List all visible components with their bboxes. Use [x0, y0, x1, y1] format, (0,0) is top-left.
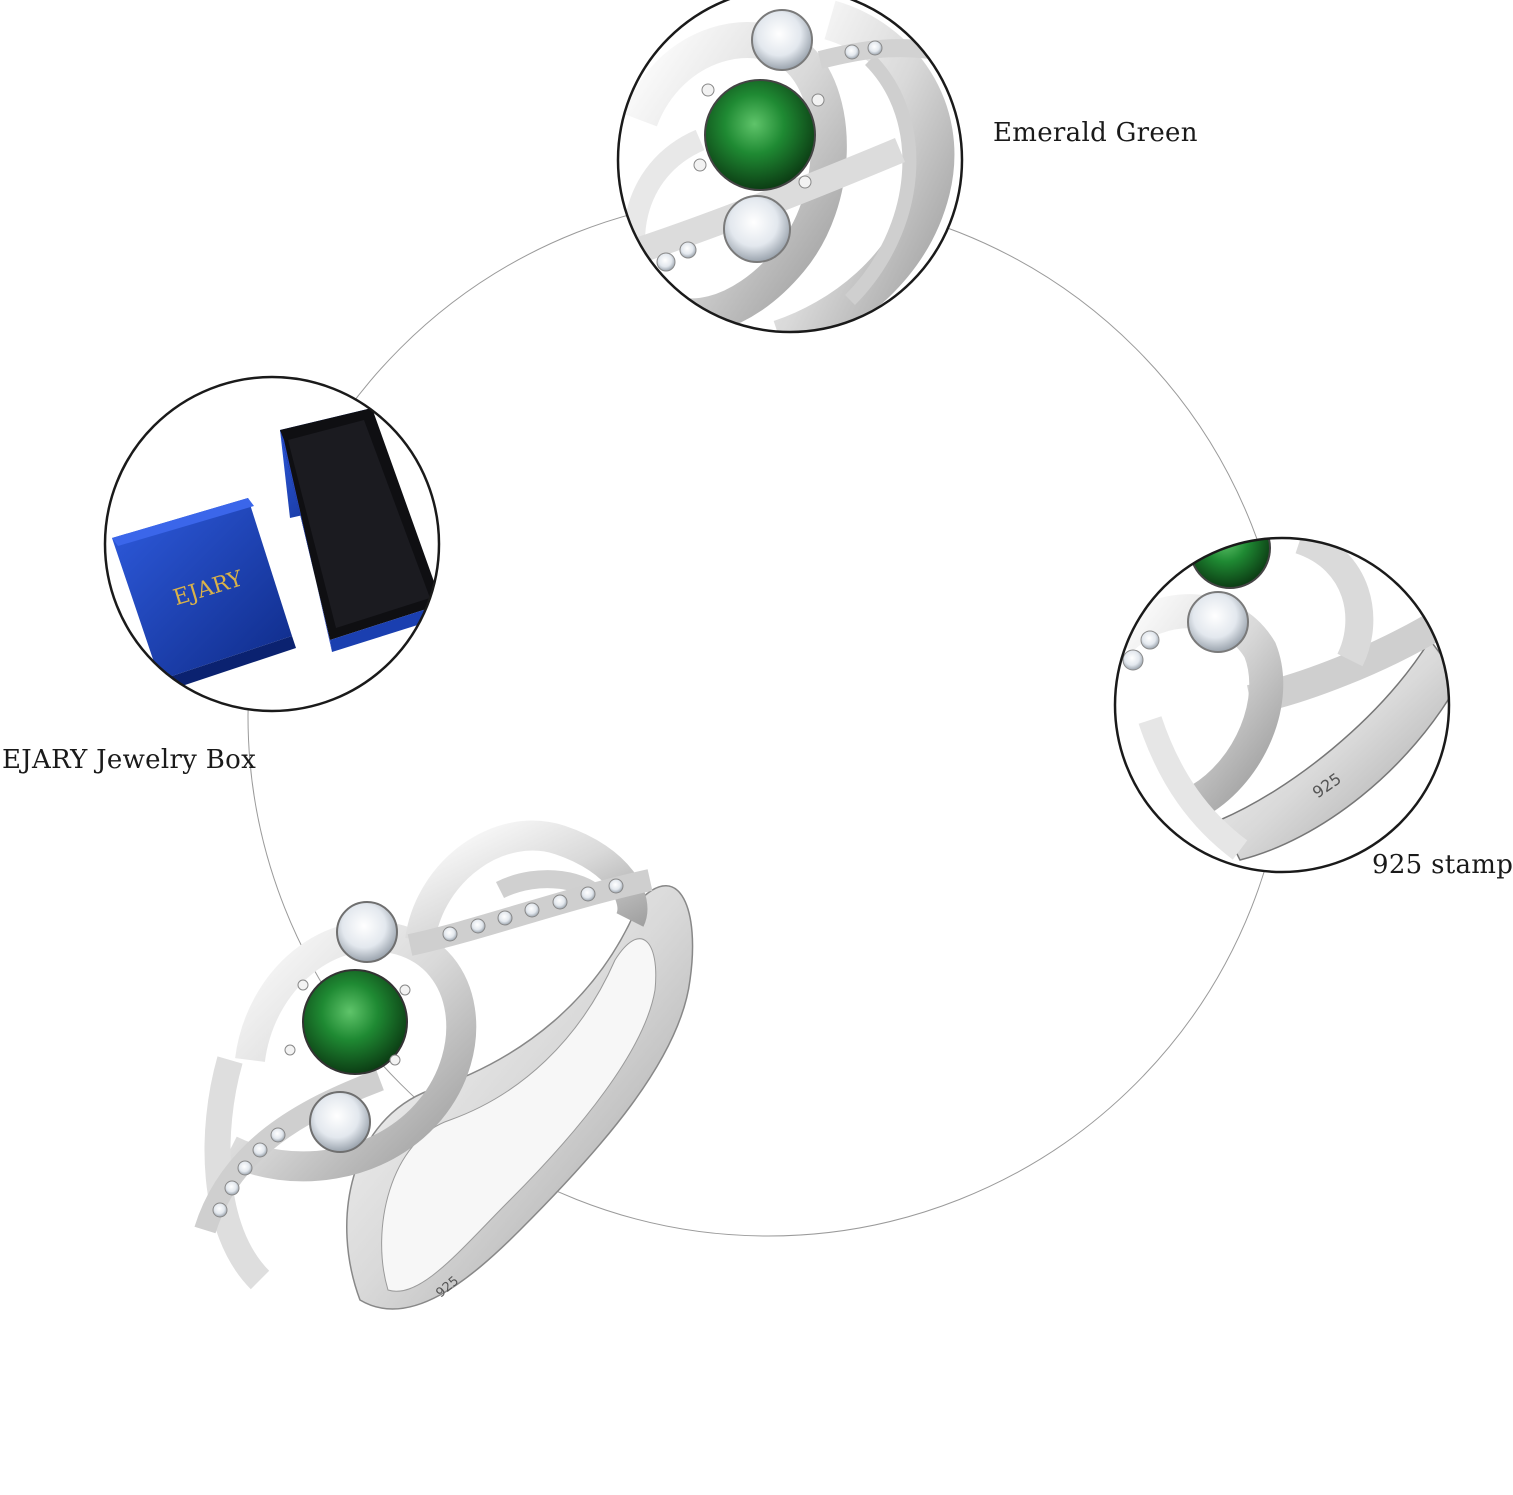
emerald-closeup-frame [616, 0, 964, 334]
stamp-label: 925 stamp [1372, 850, 1513, 880]
stamp-closeup: 925 [1115, 538, 1449, 872]
ring-icon: 925 [194, 820, 694, 1310]
stamp-closeup-frame [1113, 536, 1451, 874]
emerald-green-label: Emerald Green [993, 118, 1198, 148]
emerald-closeup [618, 0, 962, 332]
jewelry-box-label: EJARY Jewelry Box [2, 745, 257, 775]
pave-stones [212, 878, 624, 1218]
jewelry-box-frame [103, 375, 441, 713]
jewelry-box-icon: EJARY [105, 377, 439, 711]
center-emerald [302, 969, 408, 1075]
bottom-diamond [309, 1091, 371, 1153]
top-diamond [336, 901, 398, 963]
